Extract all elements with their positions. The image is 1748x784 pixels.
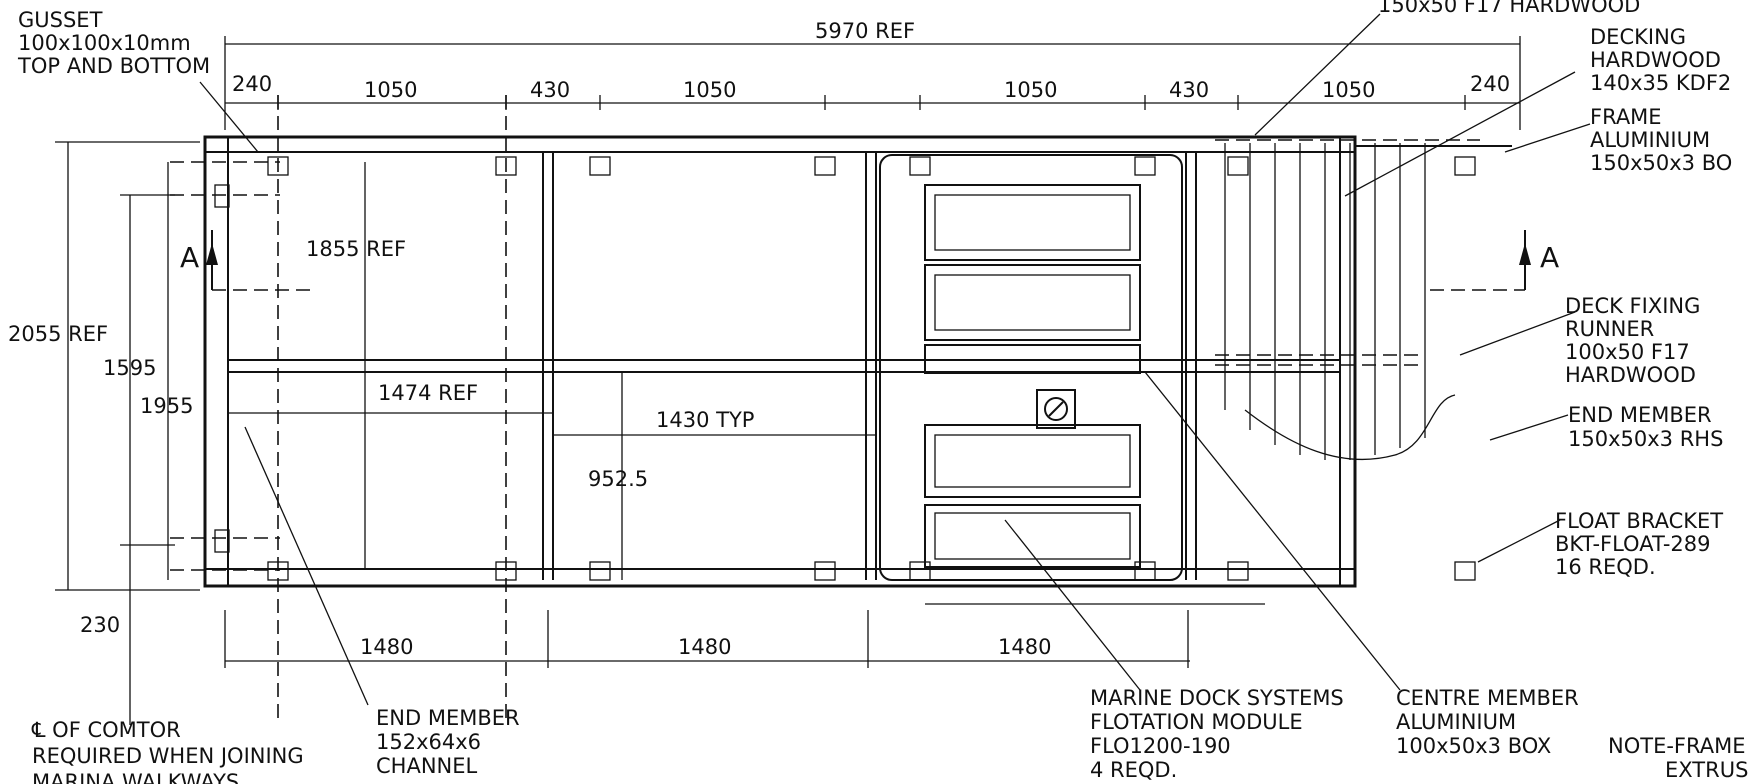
dim-1955: 1955 [140,394,193,418]
end-member-channel-label-3: CHANNEL [376,754,478,778]
dim-1430: 1430 TYP [656,408,754,432]
flotation-label-2: FLOTATION MODULE [1090,710,1303,734]
end-member-right-label-1: END MEMBER [1568,403,1712,427]
dim-overall-width: 2055 REF [8,322,108,346]
end-member-right-label-2: 150x50x3 RHS [1568,427,1723,451]
dim-top-3: 430 [530,78,570,102]
deck-fixing-label-2: RUNNER [1565,317,1654,341]
gusset-label-1: GUSSET [18,8,103,32]
float-bracket-label-3: 16 REQD. [1555,555,1656,579]
dim-overall-length: 5970 REF [815,19,915,43]
frame-label-1: FRAME [1590,105,1662,129]
dim-top-5: 1050 [1004,78,1057,102]
dim-230: 230 [80,613,120,637]
flotation-label-3: FLO1200-190 [1090,734,1231,758]
note-label-2: EXTRUS [1665,758,1748,782]
section-mark-left: A [180,241,199,274]
section-markers: A A [180,230,1559,291]
centre-member-label-2: ALUMINIUM [1396,710,1516,734]
dim-top-4: 1050 [683,78,736,102]
dim-top-7: 1050 [1322,78,1375,102]
float-bracket-label-2: BKT-FLOAT-289 [1555,532,1711,556]
top-runner-label: 150x50 F17 HARDWOOD [1378,0,1640,17]
dim-inner-width: 1855 REF [306,237,406,261]
note-label-1: NOTE-FRAME [1608,734,1745,758]
centerline-label-3: MARINA WALKWAYS [32,770,239,784]
end-member-channel-label-2: 152x64x6 [376,730,481,754]
centerline-label-1: ℄ OF COMTOR [31,718,181,742]
frame-label-2: ALUMINIUM [1590,128,1710,152]
deck-fixing-label-1: DECK FIXING [1565,294,1700,318]
flotation-module [879,154,1183,581]
dim-bottom-2: 1480 [678,635,731,659]
decking-label-1: DECKING [1590,25,1686,49]
dim-top-6: 430 [1169,78,1209,102]
section-mark-right: A [1540,241,1559,274]
dim-952: 952.5 [588,467,648,491]
frame-label-3: 150x50x3 BO [1590,151,1732,175]
flotation-label-1: MARINE DOCK SYSTEMS [1090,686,1344,710]
dim-bottom-1: 1480 [360,635,413,659]
dim-1595: 1595 [103,356,156,380]
leader-lines [199,13,1591,706]
float-brackets [214,156,1476,581]
decking-label-2: HARDWOOD [1590,48,1721,72]
deck-fixing-label-4: HARDWOOD [1565,363,1696,387]
dim-top-8: 240 [1470,72,1510,96]
flotation-label-4: 4 REQD. [1090,758,1177,782]
decking-boards [1224,143,1456,461]
dim-top-2: 1050 [364,78,417,102]
deck-fixing-label-3: 100x50 F17 [1565,340,1690,364]
dim-1474: 1474 REF [378,381,478,405]
gusset-label-2: 100x100x10mm [18,31,191,55]
centre-member-label-1: CENTRE MEMBER [1396,686,1579,710]
dimension-lines [55,36,1521,725]
dim-top-1: 240 [232,72,272,96]
float-bracket-label-1: FLOAT BRACKET [1555,509,1723,533]
end-member-channel-label-1: END MEMBER [376,706,520,730]
centerline-label-2: REQUIRED WHEN JOINING [32,744,304,768]
gusset-label-3: TOP AND BOTTOM [17,54,210,78]
centre-member-label-3: 100x50x3 BOX [1396,734,1551,758]
dim-bottom-3: 1480 [998,635,1051,659]
decking-label-3: 140x35 KDF2 [1590,71,1731,95]
pontoon-frame [170,95,1512,725]
